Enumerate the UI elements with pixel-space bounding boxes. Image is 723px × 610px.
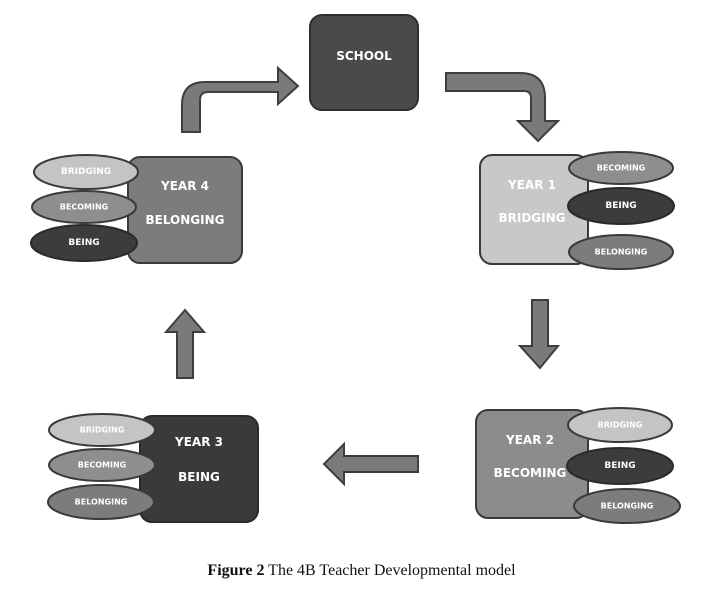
year4-box bbox=[127, 156, 243, 264]
year3-box bbox=[139, 415, 259, 523]
bent-arrow-down-icon bbox=[445, 72, 561, 143]
year1-node: YEAR 1 BRIDGING BECOMING BEING BELONGING bbox=[479, 151, 675, 270]
year4-ellipse-being bbox=[30, 224, 138, 262]
year2-stage-label: BECOMING bbox=[494, 466, 567, 480]
figure-label: Figure 2 bbox=[207, 562, 265, 579]
bent-arrow-right-icon bbox=[181, 65, 300, 133]
year4-ellipse-becoming bbox=[31, 190, 137, 224]
year3-year-label: YEAR 3 bbox=[174, 435, 223, 449]
year3-ellipse-becoming bbox=[48, 448, 156, 482]
year4-ellipse-label-2: BEING bbox=[68, 238, 99, 248]
year3-ellipse-belonging bbox=[47, 484, 155, 520]
year3-ellipse-label-2: BELONGING bbox=[75, 498, 128, 507]
year3-stage-label: BEING bbox=[178, 470, 220, 484]
year1-ellipse-label-2: BELONGING bbox=[595, 248, 648, 257]
year2-ellipse-belonging bbox=[573, 488, 681, 524]
arrow-year2-to-year3 bbox=[322, 441, 419, 487]
year4-ellipse-label-0: BRIDGING bbox=[61, 167, 111, 177]
year2-ellipse-label-1: BEING bbox=[604, 461, 635, 471]
year3-ellipse-label-1: BECOMING bbox=[78, 461, 126, 470]
year4-stage-label: BELONGING bbox=[145, 213, 224, 227]
year4-ellipse-bridging bbox=[33, 154, 139, 190]
year2-ellipse-bridging bbox=[567, 407, 673, 443]
arrow-year1-to-year2 bbox=[517, 299, 561, 370]
year2-ellipse-label-0: BRIDGING bbox=[598, 421, 643, 430]
arrow-year4-to-school bbox=[181, 65, 300, 133]
year1-ellipse-being bbox=[567, 187, 675, 225]
year2-ellipse-being bbox=[566, 447, 674, 485]
arrow-year3-to-year4 bbox=[163, 308, 207, 379]
year4-ellipse-label-1: BECOMING bbox=[60, 203, 108, 212]
year2-year-label: YEAR 2 bbox=[505, 433, 554, 447]
year1-ellipse-belonging bbox=[568, 234, 674, 270]
year2-ellipse-label-2: BELONGING bbox=[601, 502, 654, 511]
arrow-left-icon bbox=[322, 441, 419, 487]
figure-caption-text: The 4B Teacher Developmental model bbox=[268, 562, 516, 579]
year2-node: YEAR 2 BECOMING BRIDGING BEING BELONGING bbox=[475, 407, 681, 524]
school-node: SCHOOL bbox=[309, 14, 419, 111]
arrow-up-icon bbox=[163, 308, 207, 379]
arrow-school-to-year1 bbox=[445, 72, 561, 143]
year1-stage-label: BRIDGING bbox=[498, 211, 565, 225]
school-label: SCHOOL bbox=[336, 49, 392, 63]
year3-ellipse-bridging bbox=[48, 413, 156, 447]
year3-ellipse-label-0: BRIDGING bbox=[80, 426, 125, 435]
year3-node: YEAR 3 BEING BRIDGING BECOMING BELONGING bbox=[47, 413, 259, 523]
year1-ellipse-becoming bbox=[568, 151, 674, 185]
year1-ellipse-label-0: BECOMING bbox=[597, 164, 645, 173]
school-box bbox=[309, 14, 419, 111]
year1-ellipse-label-1: BEING bbox=[605, 201, 636, 211]
year1-year-label: YEAR 1 bbox=[507, 178, 556, 192]
year4-node: YEAR 4 BELONGING BRIDGING BECOMING BEING bbox=[30, 154, 243, 264]
year4-year-label: YEAR 4 bbox=[160, 179, 209, 193]
figure-caption: Figure 2 The 4B Teacher Developmental mo… bbox=[0, 562, 723, 580]
arrow-down-icon bbox=[517, 299, 561, 370]
